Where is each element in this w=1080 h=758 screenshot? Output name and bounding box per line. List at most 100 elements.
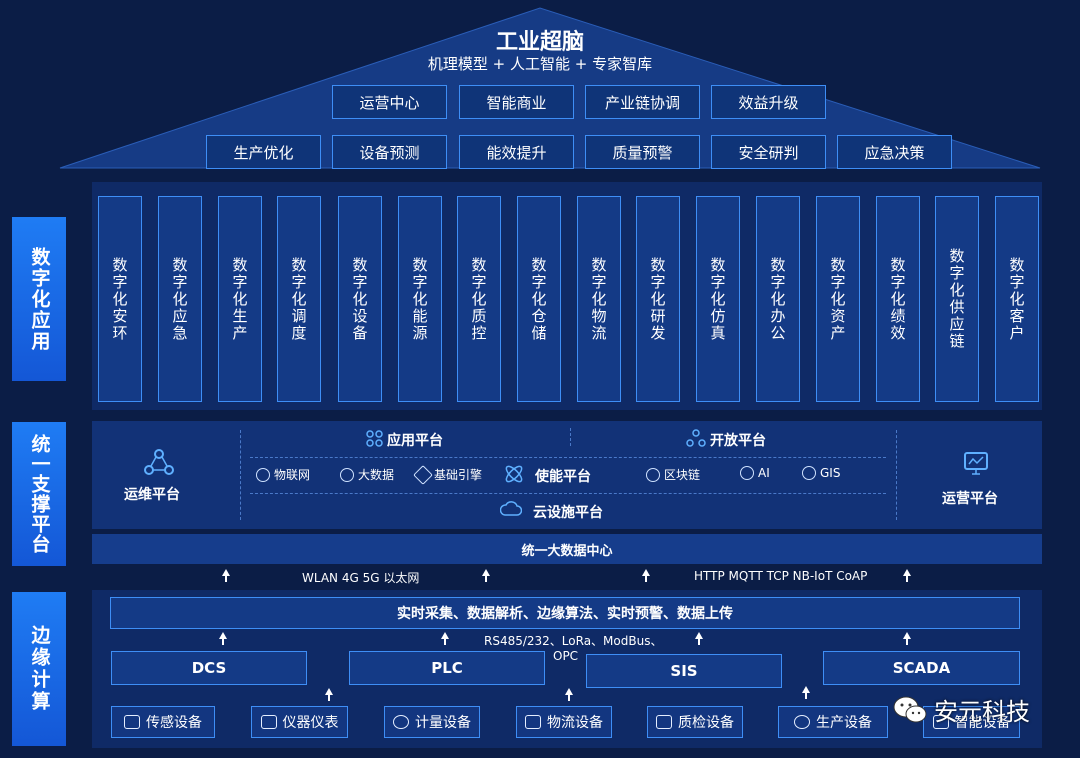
cloud-platform-label: 云设施平台 (533, 505, 603, 521)
up-arrow-icon (565, 688, 573, 701)
up-arrow-icon (903, 632, 911, 645)
edge-collect-bar: 实时采集、数据解析、边缘算法、实时预警、数据上传 (110, 597, 1020, 629)
app-logistics: 数字化物流 (577, 196, 621, 402)
app-rnd: 数字化研发 (636, 196, 680, 402)
field-protocols-opc: OPC (553, 649, 579, 663)
roof-box-equip-predict: 设备预测 (332, 135, 447, 169)
data-center-bar: 统一大数据中心 (92, 534, 1042, 564)
cube-icon (646, 467, 660, 482)
device-meter: 计量设备 (384, 706, 480, 738)
system-sis: SIS (586, 654, 782, 688)
roof-box-ops-center: 运营中心 (332, 85, 447, 119)
app-office: 数字化办公 (756, 196, 800, 402)
roof-title: 工业超脑 (495, 30, 584, 55)
tech-gis: GIS (802, 466, 840, 480)
app-assets: 数字化资产 (816, 196, 860, 402)
app-platform-icon (366, 430, 383, 447)
gauge-icon (340, 467, 354, 482)
device-production: 生产设备 (778, 706, 888, 738)
system-scada: SCADA (823, 651, 1020, 685)
side-label-edge: 边缘计算 (12, 592, 66, 746)
watermark-text: 安元科技 (934, 698, 1030, 726)
up-arrow-icon (802, 686, 810, 699)
protocols-left: WLAN 4G 5G 以太网 (302, 571, 420, 585)
tech-ai: AI (740, 466, 770, 480)
system-dcs: DCS (111, 651, 307, 685)
ops-platform-icon (144, 449, 174, 475)
device-sensor: 传感设备 (111, 706, 215, 738)
map-icon (802, 466, 816, 480)
app-emergency: 数字化应急 (158, 196, 202, 402)
app-performance: 数字化绩效 (876, 196, 920, 402)
up-arrow-icon (642, 569, 650, 582)
side-label-platform: 统一支撑平台 (12, 422, 66, 566)
tech-engine: 基础引擎 (413, 464, 482, 485)
device-instrument: 仪器仪表 (251, 706, 348, 738)
side-label-apps: 数字化应用 (12, 217, 66, 381)
divider (896, 430, 897, 520)
roof-box-emergency: 应急决策 (837, 135, 952, 169)
up-arrow-icon (219, 632, 227, 645)
app-equipment: 数字化设备 (338, 196, 382, 402)
app-energy: 数字化能源 (398, 196, 442, 402)
app-warehouse: 数字化仓储 (517, 196, 561, 402)
up-arrow-icon (903, 569, 911, 582)
app-dispatch: 数字化调度 (277, 196, 321, 402)
sensor-icon (124, 715, 140, 729)
watermark: 安元科技 (892, 692, 1030, 727)
wechat-icon (893, 696, 927, 722)
field-protocols: RS485/232、LoRa、ModBus、 (484, 634, 663, 648)
divider (240, 430, 241, 520)
roof-box-energy: 能效提升 (459, 135, 574, 169)
globe-icon (256, 467, 270, 482)
tech-bigdata: 大数据 (340, 466, 394, 483)
gauge-icon (393, 715, 409, 729)
app-safety-env: 数字化安环 (98, 196, 142, 402)
system-plc: PLC (349, 651, 545, 685)
app-production: 数字化生产 (218, 196, 262, 402)
tech-iot: 物联网 (256, 466, 310, 483)
enable-platform-icon (505, 465, 523, 483)
tech-blockchain: 区块链 (646, 466, 700, 483)
app-simulation: 数字化仿真 (696, 196, 740, 402)
factory-icon (794, 715, 810, 729)
truck-icon (525, 715, 541, 729)
diamond-icon (413, 464, 433, 485)
divider (250, 493, 886, 494)
roof-box-chain: 产业链协调 (585, 85, 700, 119)
device-inspection: 质检设备 (647, 706, 743, 738)
operate-platform-label: 运营平台 (942, 491, 998, 507)
app-customer: 数字化客户 (995, 196, 1039, 402)
app-quality: 数字化质控 (457, 196, 501, 402)
roof-subtitle: 机理模型 + 人工智能 + 专家智库 (427, 55, 653, 73)
roof-box-benefit: 效益升级 (711, 85, 826, 119)
up-arrow-icon (222, 569, 230, 582)
device-smart: 智能设备 (923, 706, 1020, 738)
up-arrow-icon (482, 569, 490, 582)
side-label-text: 边缘计算 (28, 625, 51, 713)
divider (570, 428, 571, 446)
smart-device-icon (932, 715, 949, 729)
app-supply-chain: 数字化供应链 (935, 196, 979, 402)
inspection-icon (656, 715, 672, 729)
app-platform-label: 应用平台 (387, 433, 443, 449)
device-logistics: 物流设备 (516, 706, 612, 738)
side-label-text: 统一支撑平台 (28, 434, 51, 554)
instrument-icon (260, 715, 277, 729)
brain-icon (740, 466, 754, 480)
platform-panel (92, 421, 1042, 529)
protocols-right: HTTP MQTT TCP NB-IoT CoAP (694, 569, 868, 583)
roof-box-smart-business: 智能商业 (459, 85, 574, 119)
ops-platform-label: 运维平台 (124, 487, 180, 503)
roof-box-quality: 质量预警 (585, 135, 700, 169)
up-arrow-icon (695, 632, 703, 645)
operate-platform-icon (964, 452, 988, 475)
divider (250, 457, 886, 458)
up-arrow-icon (441, 632, 449, 645)
roof-box-safety: 安全研判 (711, 135, 826, 169)
roof-box-prod-opt: 生产优化 (206, 135, 321, 169)
cloud-icon (500, 501, 522, 516)
up-arrow-icon (325, 688, 333, 701)
open-platform-icon (686, 429, 706, 447)
enable-platform-label: 使能平台 (535, 469, 591, 485)
